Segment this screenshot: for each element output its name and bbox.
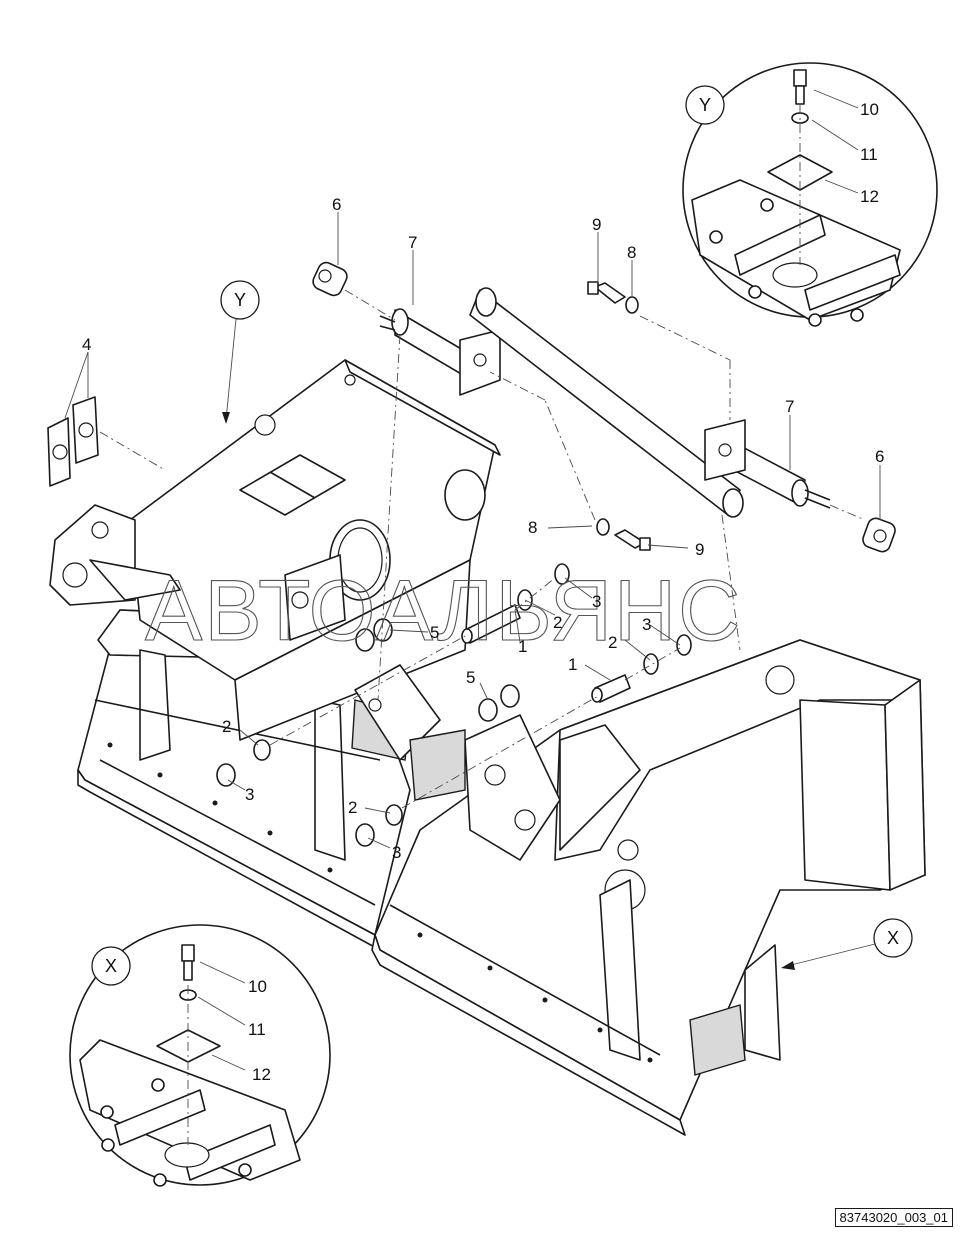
upper-housing [49,359,501,741]
bolt-upper [587,281,639,314]
detail-view-y: Y 10 11 12 [682,62,938,327]
clamp-halves [47,396,99,487]
svg-text:X: X [105,956,117,976]
callout-1-a: 1 [518,637,527,656]
callout-3-d: 3 [392,843,401,862]
main-frame-right [371,639,926,1136]
callout-8-lower: 8 [528,518,537,537]
callout-3-b: 3 [642,615,651,634]
detail-tag-y-main: Y [220,280,260,424]
callout-3-a: 3 [592,592,601,611]
callout-11-y: 11 [860,145,878,164]
drawing-id: 83743020_003_01 [834,1208,953,1227]
callout-labels: 4 6 7 9 8 7 6 8 9 3 2 5 1 2 3 1 5 2 3 2 … [82,195,884,862]
callout-3-c: 3 [245,785,254,804]
callout-7-lower: 7 [785,397,794,416]
callout-10-x: 10 [248,977,267,996]
callout-12-y: 12 [860,187,879,206]
detail-view-x: X 10 11 12 [69,924,331,1187]
callout-2-d: 2 [348,798,357,817]
callout-7-upper: 7 [408,233,417,252]
callout-5-b: 5 [466,668,475,687]
pins-and-rings [216,563,692,847]
callout-2-c: 2 [222,717,231,736]
cylinder-lower [704,419,831,509]
center-linkage [354,664,641,861]
callout-5-a: 5 [430,623,439,642]
svg-text:X: X [887,928,899,948]
detail-tag-x-main: X [781,918,913,970]
svg-text:Y: Y [699,95,711,115]
watermark: АВТОАЛЬЯНС [145,563,742,659]
rod-end-lower [862,517,896,553]
callout-8-upper: 8 [627,243,636,262]
callout-6-lower: 6 [875,447,884,466]
callout-12-x: 12 [252,1065,271,1084]
rod-end-upper [312,261,348,297]
callout-6-upper: 6 [332,195,341,214]
callout-10-y: 10 [860,100,879,119]
svg-text:Y: Y [234,290,246,310]
callout-2-a: 2 [553,613,562,632]
callout-9-upper: 9 [592,215,601,234]
callout-2-b: 2 [608,633,617,652]
long-tube [469,287,744,518]
assembly-lines [99,289,866,809]
callout-4: 4 [82,335,91,354]
callout-11-x: 11 [248,1020,266,1039]
bolt-lower [596,518,651,551]
callout-9-lower: 9 [695,540,704,559]
leader-lines [64,212,881,849]
callout-1-b: 1 [568,655,577,674]
